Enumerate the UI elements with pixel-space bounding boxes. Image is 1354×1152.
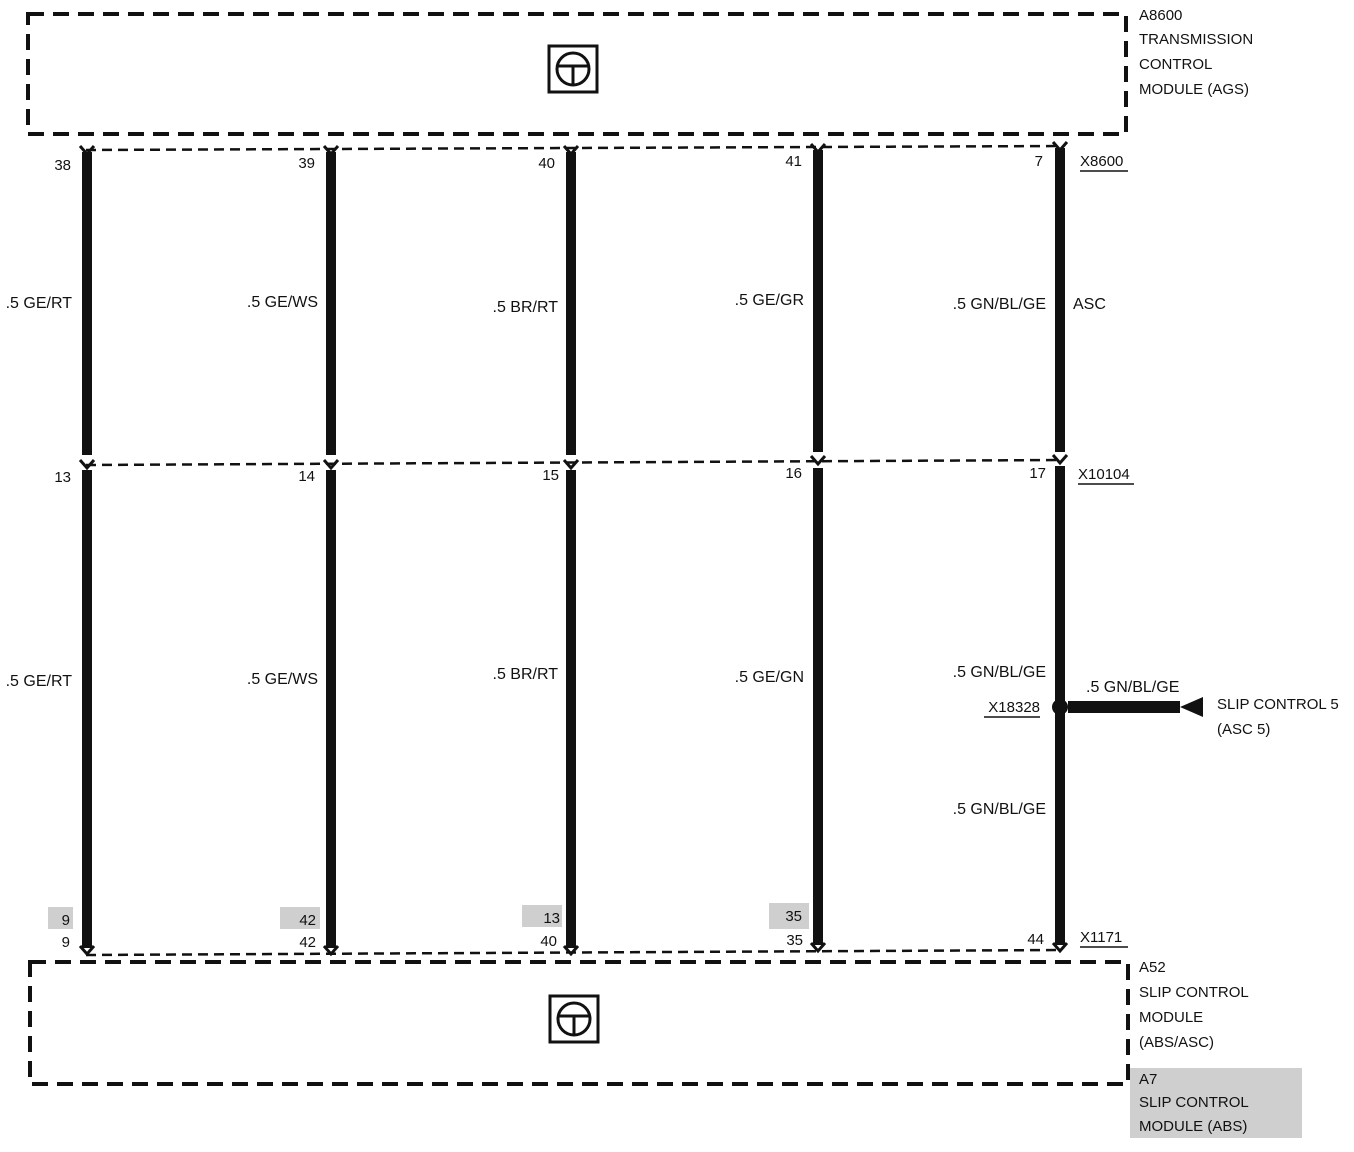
steering-wheel-icon	[548, 994, 600, 1044]
alt-module-id: A7	[1139, 1071, 1157, 1088]
wire-4-bottom-pin: 35	[786, 932, 803, 949]
wire-1-alt-pin-highlight	[48, 907, 73, 929]
slip-control-module-box	[28, 960, 1130, 1086]
wire-4-alt-pin-highlight	[769, 903, 809, 929]
transmission-control-module-box	[26, 12, 1128, 136]
alt-module-line-1: SLIP CONTROL	[1139, 1094, 1249, 1111]
alt-module-highlight	[1130, 1068, 1302, 1138]
wire-1-top-pin: 38	[54, 157, 71, 174]
branch-destination-line-1: SLIP CONTROL 5	[1217, 696, 1339, 713]
wire-2-upper-label: .5 GE/WS	[247, 294, 318, 311]
connector-x1171-label: X1171	[1080, 929, 1122, 946]
wire-3-top-pin: 40	[538, 155, 555, 172]
bottom-module-id: A52	[1139, 959, 1166, 976]
wire-2-mid-pin: 14	[298, 468, 315, 485]
wire-5-below-splice-label: .5 GN/BL/GE	[953, 801, 1046, 818]
wire-5-lower-label: .5 GN/BL/GE	[953, 664, 1046, 681]
connector-x10104-label: X10104	[1078, 466, 1130, 483]
wire-5-circuit-label: ASC	[1073, 296, 1106, 313]
top-module-line-1: TRANSMISSION	[1139, 31, 1253, 48]
bottom-module-line-3: (ABS/ASC)	[1139, 1034, 1214, 1051]
terminal-marks	[78, 141, 1069, 957]
steering-wheel-icon	[547, 44, 599, 94]
wire-5-mid-pin: 17	[1029, 465, 1046, 482]
wire-2-top-pin: 39	[298, 155, 315, 172]
connector-x8600-line	[85, 144, 1063, 152]
wire-1-mid-pin: 13	[54, 469, 71, 486]
wire-2-bottom-pin: 42	[299, 934, 316, 951]
wire-1-upper-label: .5 GE/RT	[6, 295, 73, 312]
branch-wire-label: .5 GN/BL/GE	[1086, 679, 1179, 696]
bottom-module-line-1: SLIP CONTROL	[1139, 984, 1249, 1001]
top-module-line-2: CONTROL	[1139, 56, 1212, 73]
wire-4-alt-pin: 35	[785, 908, 802, 925]
wire-4-mid-pin: 16	[785, 465, 802, 482]
wire-3-alt-pin-highlight	[522, 905, 562, 927]
wire-4-top-pin: 41	[785, 153, 802, 170]
wire-1-alt-pin: 9	[62, 912, 70, 929]
bottom-module-line-2: MODULE	[1139, 1009, 1203, 1026]
wire-3-upper-label: .5 BR/RT	[493, 299, 559, 316]
splice-label: X18328	[988, 699, 1040, 716]
wire-2-alt-pin-highlight	[280, 907, 320, 929]
wire-5-bottom-pin: 44	[1027, 931, 1044, 948]
wire-2-lower-label: .5 GE/WS	[247, 671, 318, 688]
connector-x8600-label: X8600	[1080, 153, 1123, 170]
wire-5-top-pin: 7	[1035, 153, 1043, 170]
wire-2-alt-pin: 42	[299, 912, 316, 929]
alt-module-line-2: MODULE (ABS)	[1139, 1118, 1247, 1135]
branch-destination-line-2: (ASC 5)	[1217, 721, 1270, 738]
top-module-line-3: MODULE (AGS)	[1139, 81, 1249, 98]
wire-3-lower-label: .5 BR/RT	[493, 666, 559, 683]
splice-dot	[1052, 699, 1068, 715]
wire-3-bottom-pin: 40	[540, 933, 557, 950]
wire-3-alt-pin: 13	[543, 910, 560, 927]
wire-5-upper-label: .5 GN/BL/GE	[953, 296, 1046, 313]
branch-arrow-icon	[1180, 697, 1203, 717]
wire-1-lower-label: .5 GE/RT	[6, 673, 73, 690]
wire-4-lower-label: .5 GE/GN	[735, 669, 804, 686]
wire-3-mid-pin: 15	[542, 467, 559, 484]
wire-4-upper-label: .5 GE/GR	[735, 292, 804, 309]
wire-1-bottom-pin: 9	[62, 934, 70, 951]
top-module-id: A8600	[1139, 7, 1182, 24]
